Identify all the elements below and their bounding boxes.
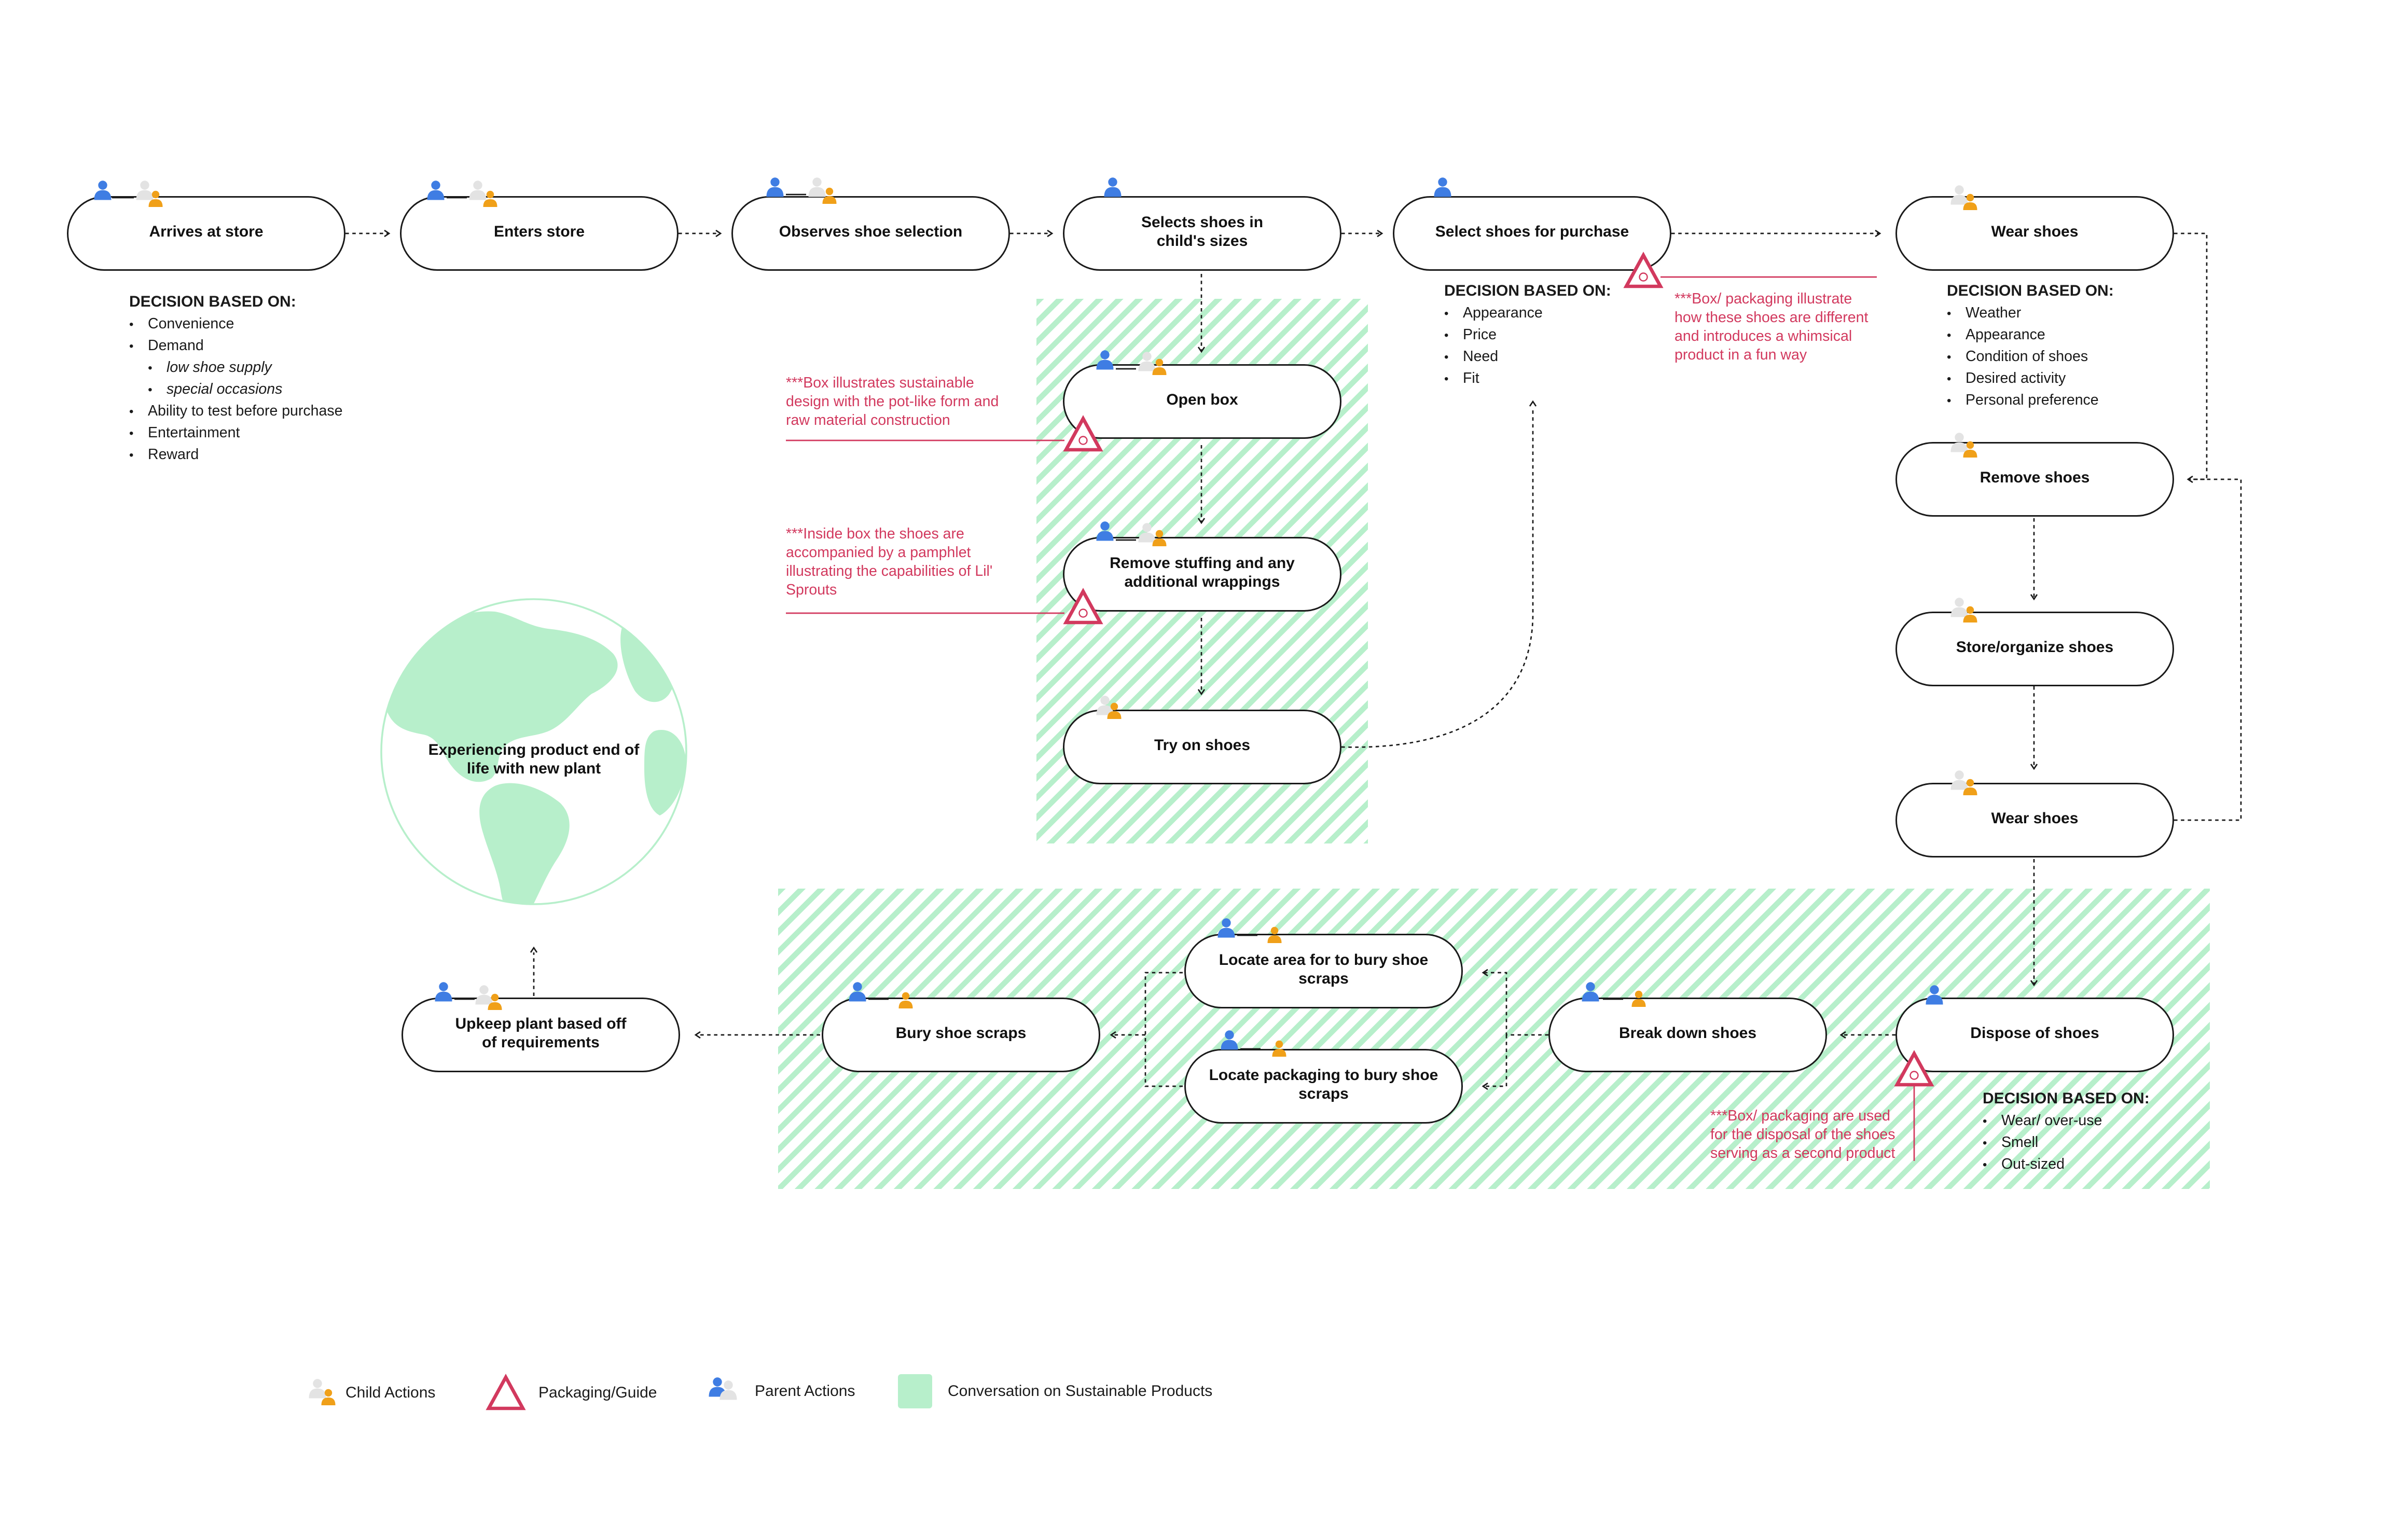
decision-item: Price [1444,325,1646,347]
parent-icon [1582,982,1599,1002]
decision-item: Convenience [129,314,394,336]
node-store-organize-shoes: Store/organize shoes [1895,612,2174,686]
node-wear-shoes-1: Wear shoes [1895,196,2174,271]
note-prefix: *** [1674,291,1692,308]
decision-title: DECISION BASED ON: [1444,283,1611,300]
node-selects-shoes: Selects shoes in child's sizes [1063,196,1341,271]
parent-icon [1434,177,1451,197]
decision-item: Condition of shoes [1947,347,2180,369]
child-icon [898,992,913,1008]
decision-title: DECISION BASED ON: [1947,283,2114,300]
decision-item: Appearance [1947,325,2180,347]
note-prefix: *** [1710,1108,1728,1125]
decision-item: Ability to test before purchase [129,402,394,423]
parent-icon [435,982,452,1002]
child-icon [1631,990,1646,1007]
legend-child-actions: Child Actions [345,1385,436,1402]
packaging-triangle-icon [1894,1050,1934,1087]
node-locate-packaging: Locate packaging to bury shoe scraps [1184,1049,1463,1124]
legend-parent-actions: Parent Actions [755,1383,855,1401]
decision-item: Out-sized [1983,1155,2185,1177]
decision-subitem: special occasions [148,380,394,402]
decision-item: Appearance [1444,303,1646,325]
child-icon [1272,1040,1286,1057]
parent-icon [1217,918,1235,938]
node-enters-store: Enters store [400,196,679,271]
decision-item: Need [1444,347,1646,369]
note-prefix: *** [786,375,804,392]
note-text: Box/ packaging are used for the disposal… [1710,1108,1895,1163]
conversation-swatch-icon [898,1374,932,1408]
decision-wear: DECISION BASED ON: Weather Appearance Co… [1947,282,2180,412]
note-text: Box/ packaging illustrate how these shoe… [1674,291,1869,364]
decision-item: Wear/ over-use [1983,1111,2185,1133]
note-disposal: ***Box/ packaging are used for the dispo… [1710,1108,1905,1164]
decision-item: Reward [129,445,394,467]
child-icon [1267,926,1282,943]
packaging-triangle-icon [1623,252,1664,288]
decision-subitem: low shoe supply [148,358,394,380]
node-wear-shoes-2: Wear shoes [1895,783,2174,857]
node-remove-stuffing: Remove stuffing and any additional wrapp… [1063,537,1341,612]
parent-icon [1096,350,1114,370]
parent-icon [1096,521,1114,541]
parent-icon [1104,177,1122,197]
packaging-triangle-icon [486,1374,526,1410]
decision-dispose: DECISION BASED ON: Wear/ over-use Smell … [1983,1089,2185,1177]
child-icons [148,187,1977,1405]
parent-icons [94,177,1943,1397]
decision-item: Weather [1947,303,2180,325]
note-pamphlet: ***Inside box the shoes are accompanied … [786,526,1012,601]
node-open-box: Open box [1063,364,1341,439]
ghost-icons [136,177,1968,1400]
parent-icon [766,177,784,197]
node-break-down-shoes: Break down shoes [1548,998,1827,1072]
legend-packaging-guide: Packaging/Guide [538,1385,657,1402]
node-remove-shoes: Remove shoes [1895,442,2174,517]
node-arrives-at-store: Arrives at store [67,196,345,271]
decision-store: DECISION BASED ON: Convenience Demand lo… [129,293,394,467]
parent-icon [94,181,112,200]
decision-item-label: Demand [148,338,204,355]
decision-item: Desired activity [1947,369,2180,391]
note-prefix: *** [786,526,804,543]
note-whimsical: ***Box/ packaging illustrate how these s… [1674,291,1880,366]
parent-icon [1221,1030,1238,1050]
node-observes-shoe-selection: Observes shoe selection [731,196,1010,271]
parent-icon [1926,985,1943,1005]
node-select-shoes-for-purchase: Select shoes for purchase [1393,196,1671,271]
node-upkeep-plant: Upkeep plant based off of requirements [402,998,680,1072]
parent-icon [427,181,445,200]
decision-purchase: DECISION BASED ON: Appearance Price Need… [1444,282,1646,391]
decision-item: Fit [1444,369,1646,391]
node-dispose-of-shoes: Dispose of shoes [1895,998,2174,1072]
node-try-on-shoes: Try on shoes [1063,710,1341,784]
decision-item: Smell [1983,1133,2185,1155]
parent-icon [849,982,866,1002]
packaging-triangle-icon [1063,588,1103,625]
note-text: Box illustrates sustainable design with … [786,375,999,430]
decision-item-demand: Demand low shoe supply special occasions [129,336,394,402]
decision-item: Entertainment [129,423,394,445]
legend-conversation: Conversation on Sustainable Products [948,1383,1213,1401]
decision-title: DECISION BASED ON: [129,294,296,311]
decision-item: Personal preference [1947,391,2180,412]
globe-caption: Experiencing product end of life with ne… [428,742,640,778]
decision-title: DECISION BASED ON: [1983,1091,2150,1108]
note-box-design: ***Box illustrates sustainable design wi… [786,375,1019,431]
note-text: Inside box the shoes are accompanied by … [786,526,993,599]
node-locate-area: Locate area for to bury shoe scraps [1184,934,1463,1008]
node-bury-shoe-scraps: Bury shoe scraps [822,998,1100,1072]
packaging-triangle-icon [1063,415,1103,452]
